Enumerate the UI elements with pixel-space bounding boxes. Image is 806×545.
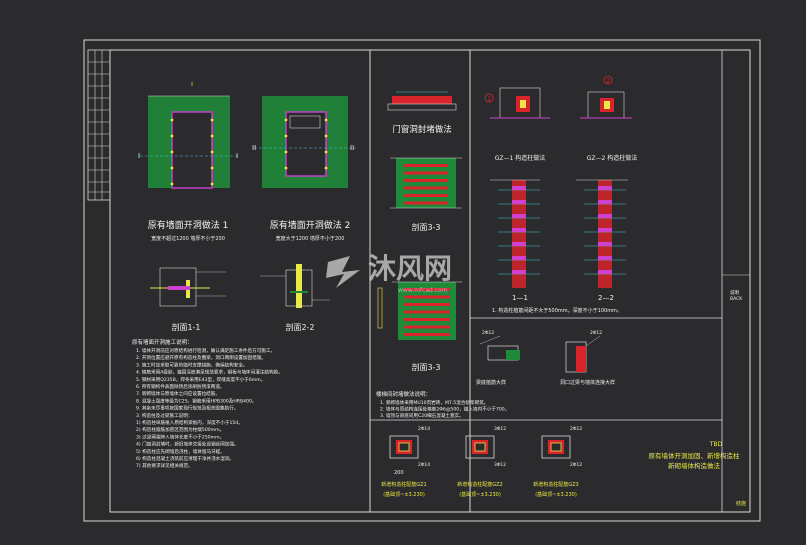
note-line: 6. 所有钢构件表面除锈后涂刷防锈漆两道。 xyxy=(136,383,225,390)
note-line: 3) 过梁两端伸入墙体长度不小于250mm。 xyxy=(136,433,224,440)
column-section-gz1[interactable]: 2Φ14 2Φ14 200 新增构造柱配筋GZ1 (基础顶~±3.230) xyxy=(381,426,430,498)
section-right-1-title: 1—1 xyxy=(512,294,528,302)
side-tag: 说明 xyxy=(730,289,739,296)
notes-left-title: 原有墙面开洞施工说明： xyxy=(132,338,193,346)
note-line: 2) 构造柱箍筋加密区范围为柱端500mm。 xyxy=(136,426,224,433)
column-section-gz2[interactable]: 3Φ12 3Φ12 新增构造柱配筋GZ2 (基础顶~±3.230) xyxy=(457,426,506,498)
note-line: 3. 墙顶与梁底间用C20细石混凝土塞实。 xyxy=(380,412,464,419)
wall-opening-1-note: 宽度不超过1200 墙厚不小于200 xyxy=(151,235,225,242)
column-section-gz3[interactable]: 2Φ12 2Φ12 新增构造柱配筋GZ3 (基础顶~±3.230) xyxy=(533,426,582,498)
mark-II-left: II xyxy=(252,144,256,152)
column-section-elev: (基础顶~±3.230) xyxy=(459,491,501,498)
sheet-inner-frame xyxy=(109,49,751,513)
note-line: 7. 新砌墙体与原墙体之间应设置拉结筋。 xyxy=(136,390,220,397)
door-window-infill-detail[interactable] xyxy=(387,91,457,111)
title-block: 说明 BACK TBD 原有墙体开洞加固、新增构造柱 新砌墙体构造做法 结施 xyxy=(649,289,747,507)
beam-detail-2-label: 洞口过梁与墙体连接大样 xyxy=(560,379,615,386)
svg-text:Ⅰ: Ⅰ xyxy=(191,81,193,88)
note-line: 4) 门窗洞封堵时，新旧墙体交接处设钢丝网加强。 xyxy=(136,441,239,448)
construction-notes-left: 原有墙面开洞施工说明： 1. 墙体开洞前应对原结构进行检测，确认满足施工条件后方… xyxy=(132,338,283,469)
section-3-3-bottom-detail[interactable] xyxy=(377,281,462,340)
section-right-2-title: 2—2 xyxy=(598,294,614,302)
section-1-1-title: 剖面1-1 xyxy=(171,322,200,332)
wall-opening-2-note: 宽度大于1200 墙厚不小于200 xyxy=(276,235,345,242)
note-line: 2. 墙体与原结构连接处植筋2Φ6@500，锚入墙内不小于700。 xyxy=(380,406,509,413)
section-2-2-title: 剖面2-2 xyxy=(285,322,314,332)
note-line: 4. 植筋采用A级胶，锚固深度满足规范要求，钢板与墙体间灌注结构胶。 xyxy=(136,369,283,376)
mark-II-right: II xyxy=(350,144,354,152)
title-line-1: 原有墙体开洞加固、新增构造柱 xyxy=(649,451,741,460)
gz-2-label: GZ—2 构造柱做法 xyxy=(587,154,638,162)
dimension-label: 200 xyxy=(394,470,404,476)
section-3-3-top-title: 剖面3-3 xyxy=(411,222,440,232)
mark-I-right: I xyxy=(236,152,238,160)
binding-strip xyxy=(87,49,111,201)
note-line: 9. 其余未尽事项按国家现行规范及相关图集执行。 xyxy=(136,405,238,412)
note-line: 7) 其他要求详见相关规范。 xyxy=(136,462,193,469)
column-section-label: 新增构造柱配筋GZ1 xyxy=(381,481,426,488)
note-line: 2. 开洞位置应避开原有构造柱及圈梁，洞口两侧设置加固措施。 xyxy=(136,354,266,361)
section-3-3-bottom-title: 剖面3-3 xyxy=(411,362,440,372)
sheet-number: 结施 xyxy=(736,500,746,507)
beam-detail-2[interactable] xyxy=(565,335,601,373)
watermark-logo-icon xyxy=(326,256,360,288)
note-line: 8. 混凝土强度等级为C25，钢筋采用HPB300及HRB400。 xyxy=(136,397,257,404)
note-line: 3. 施工时应采取可靠的临时支撑措施，确保结构安全。 xyxy=(136,361,248,368)
title-stamp: TBD xyxy=(709,441,723,448)
right-note: 1. 构造柱植筋间距不大于500mm，深度不小于100mm。 xyxy=(492,307,622,314)
rebar-bottom-label: 3Φ12 xyxy=(494,462,506,468)
rebar-top-label: 3Φ12 xyxy=(494,426,506,432)
rebar-top-label: 2Φ14 xyxy=(418,426,430,432)
note-line: 5) 构造柱应先砌墙后浇柱，墙体留马牙槎。 xyxy=(136,448,225,455)
gz-1-detail[interactable]: 1 xyxy=(484,87,550,119)
column-section-elev: (基础顶~±3.230) xyxy=(535,491,577,498)
beam-detail-1[interactable] xyxy=(479,335,520,361)
gz-2-detail[interactable]: 2 xyxy=(580,75,632,119)
sheet-outer-frame xyxy=(83,39,761,522)
note-line: 1. 新砌墙体采用MU10页岩砖，M7.5混合砂浆砌筑。 xyxy=(380,399,488,406)
beam-detail-1-label: 梁底植筋大样 xyxy=(476,379,506,386)
rebar-bottom-label: 2Φ12 xyxy=(570,462,582,468)
wall-opening-1-view[interactable]: Ⅰ I I xyxy=(138,81,240,189)
rebar-top-label: 2Φ12 xyxy=(570,426,582,432)
wall-opening-1-title: 原有墙面开洞做法 1 xyxy=(148,219,229,231)
wall-opening-2-view[interactable]: II II xyxy=(252,96,356,188)
column-section-elev: (基础顶~±3.230) xyxy=(383,491,425,498)
note-line: 6) 构造柱混凝土浇筑前应清理干净并浇水湿润。 xyxy=(136,455,234,462)
column-section-label: 新增构造柱配筋GZ2 xyxy=(457,481,502,488)
rebar-bottom-label: 2Φ14 xyxy=(418,462,430,468)
watermark-url: www.mfcad.com xyxy=(398,287,448,294)
section-3-3-top-detail[interactable] xyxy=(390,157,462,209)
door-window-title: 门窗洞封堵做法 xyxy=(392,124,452,135)
notes-mid-title: 楼梯间封堵做法说明： xyxy=(376,390,431,398)
gz-1-mark: 1 xyxy=(487,96,491,103)
wall-opening-2-title: 原有墙面开洞做法 2 xyxy=(270,219,351,231)
watermark-text: 沐风网 xyxy=(368,252,452,285)
note-line: 3. 构造柱及过梁施工说明： xyxy=(136,412,192,419)
watermark: 沐风网 www.mfcad.com xyxy=(326,252,452,294)
note-line: 1. 墙体开洞前应对原结构进行检测，确认满足施工条件后方可施工。 xyxy=(136,347,275,354)
note-line: 1) 构造柱纵筋植入原结构梁板内，深度不小于15d。 xyxy=(136,419,243,426)
section-2-2-column[interactable] xyxy=(576,179,628,288)
note-line: 5. 钢材采用Q235B，焊条采用E43型，焊缝高度不小于6mm。 xyxy=(136,376,265,383)
beam-detail-1-tag: 2Φ12 xyxy=(482,330,494,336)
beam-detail-2-tag: 2Φ12 xyxy=(590,330,602,336)
title-line-2: 新砌墙体构造做法 xyxy=(668,461,721,470)
svg-text:BACK: BACK xyxy=(730,296,743,302)
column-section-label: 新增构造柱配筋GZ3 xyxy=(533,481,578,488)
section-2-2-detail[interactable] xyxy=(260,264,330,308)
mark-I-left: I xyxy=(138,152,140,160)
section-1-1-column[interactable] xyxy=(490,179,540,288)
section-1-1-detail[interactable] xyxy=(150,267,226,307)
gz-1-label: GZ—1 构造柱做法 xyxy=(495,154,546,162)
gz-2-mark: 2 xyxy=(606,78,610,85)
notes-mid: 楼梯间封堵做法说明： 1. 新砌墙体采用MU10页岩砖，M7.5混合砂浆砌筑。2… xyxy=(376,390,509,419)
